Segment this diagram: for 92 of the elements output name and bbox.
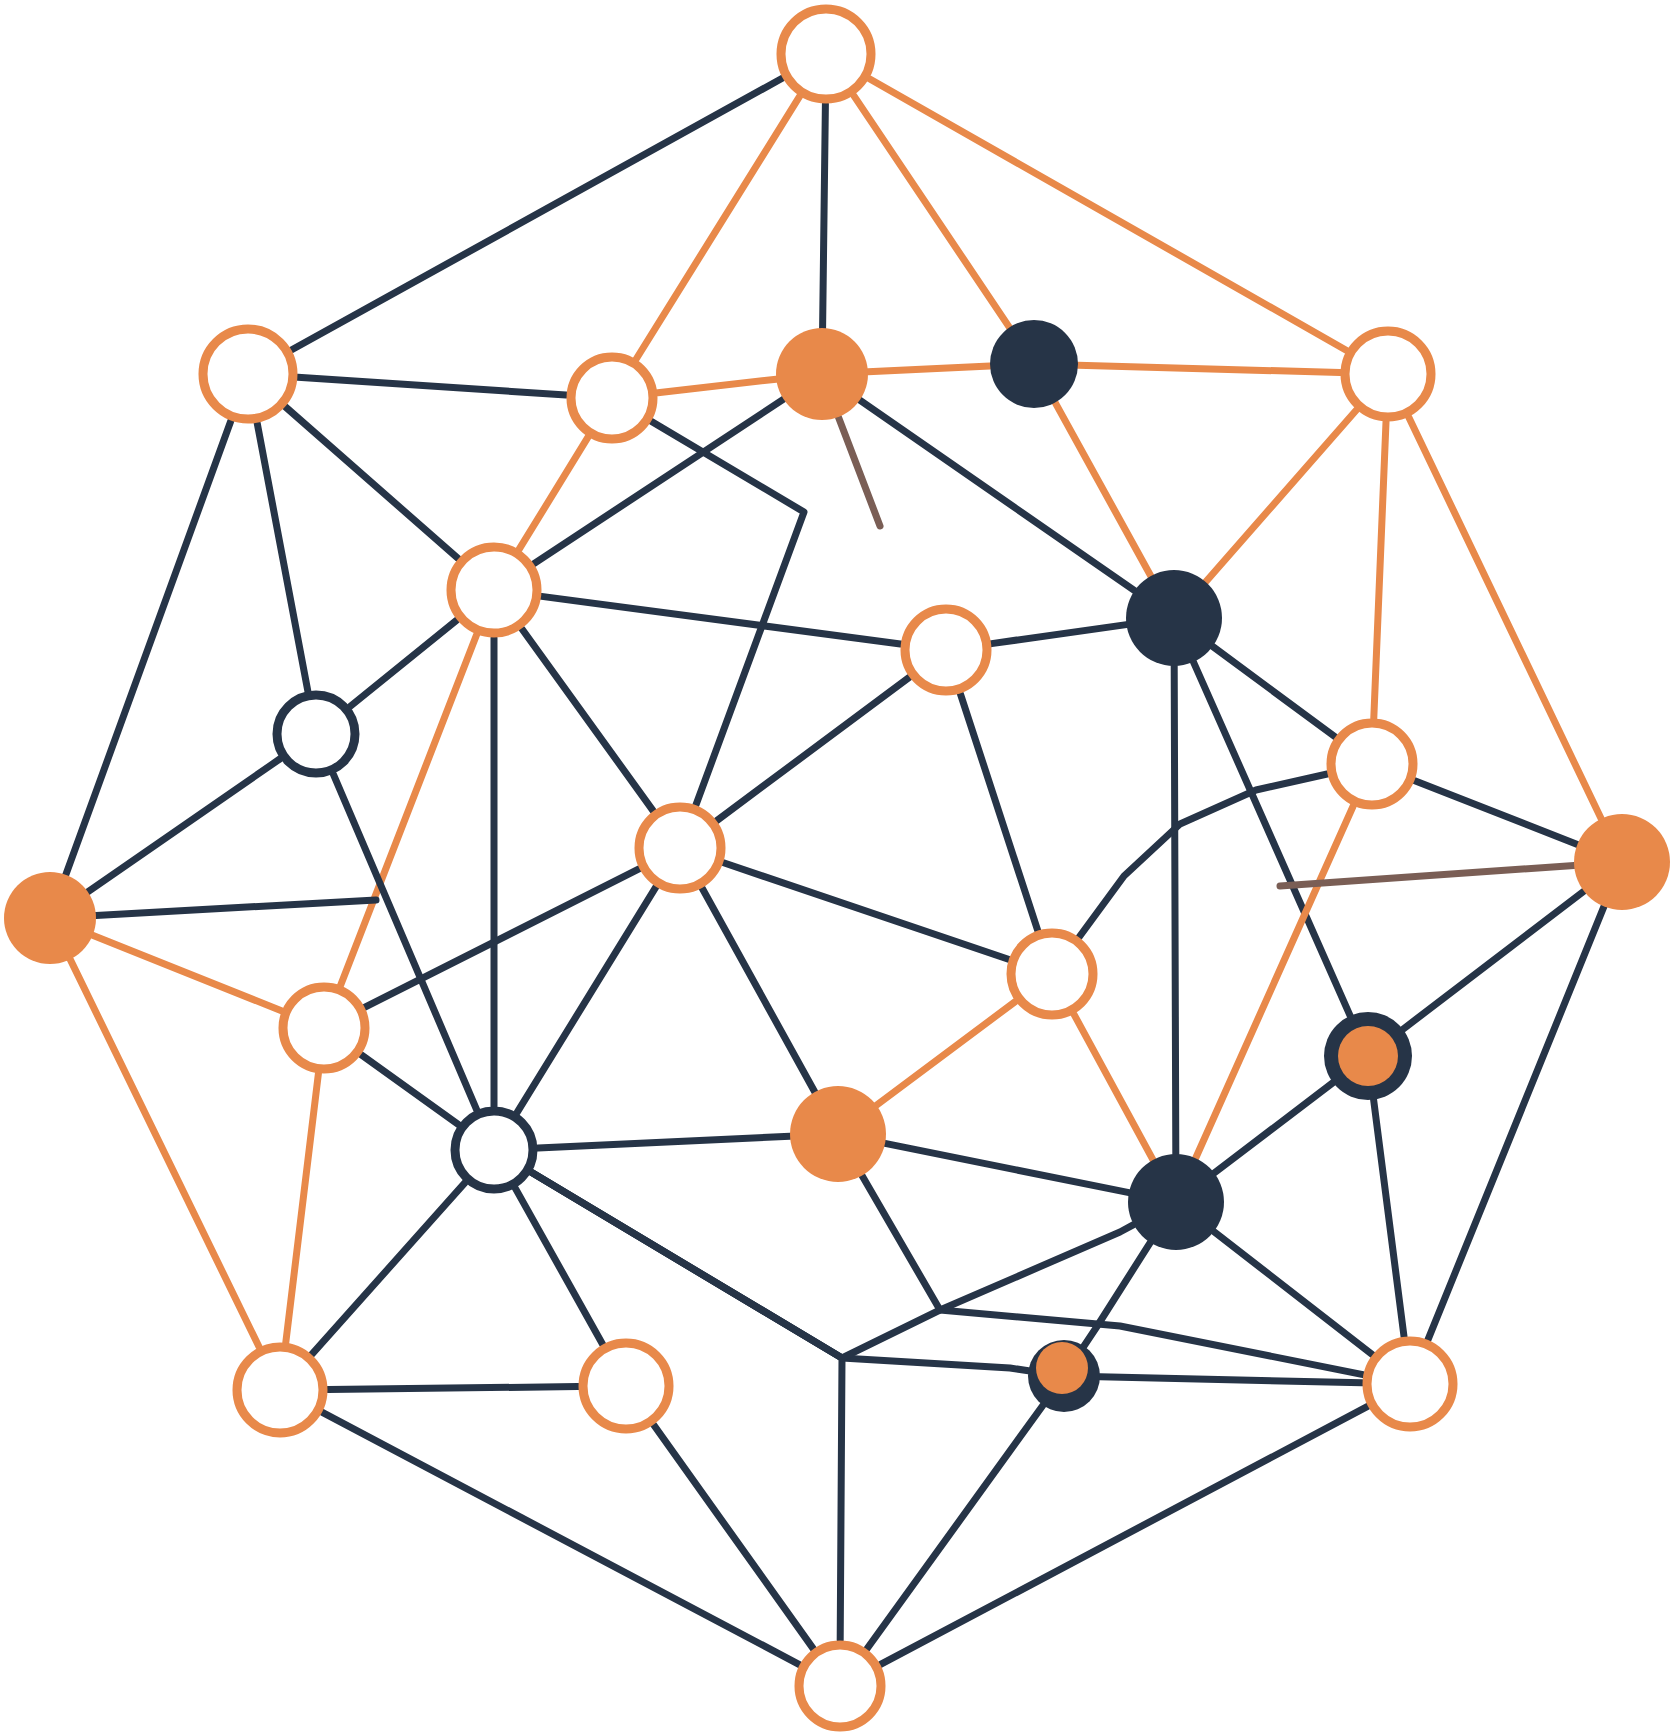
connector-line <box>282 1070 322 1346</box>
connector-line <box>1405 413 1605 823</box>
connector-line <box>1074 361 1344 377</box>
connector-line <box>534 1132 794 1152</box>
node-circle <box>578 1338 674 1434</box>
connector-line <box>528 1169 1138 1362</box>
connector-line <box>318 1408 803 1669</box>
connector-line <box>1051 399 1155 580</box>
node-circle <box>776 4 876 104</box>
connector-line <box>863 1401 1047 1653</box>
node-circle <box>272 690 360 778</box>
node-circle <box>232 1342 328 1438</box>
connector-line <box>850 92 1013 331</box>
connector-line <box>872 998 1019 1109</box>
node-circle <box>1340 326 1436 422</box>
node-circle <box>900 604 992 696</box>
connector-line <box>1202 406 1360 586</box>
connector-line <box>650 1421 817 1653</box>
node-circle <box>1126 570 1222 666</box>
connector-line <box>66 955 263 1351</box>
node-circle <box>1006 928 1098 1020</box>
node-circle <box>450 1106 538 1194</box>
node-circle <box>1128 1154 1224 1250</box>
connector-line <box>1192 802 1357 1162</box>
node-circle <box>1574 814 1670 910</box>
connector-line <box>513 883 660 1117</box>
connector-line <box>324 1383 582 1393</box>
connector-line <box>329 770 481 1114</box>
node-circle <box>1362 1336 1458 1432</box>
connector-line <box>834 413 884 530</box>
node-circle <box>446 542 542 638</box>
connector-line <box>865 75 1350 354</box>
connector-line <box>62 417 235 879</box>
connector-line <box>1075 770 1331 941</box>
node-circle <box>278 982 370 1074</box>
node-circle <box>794 1640 886 1732</box>
connector-line <box>877 1402 1372 1668</box>
connector-line <box>1210 1227 1376 1359</box>
connector-line <box>337 631 481 989</box>
node-circle <box>990 320 1078 408</box>
node-circle <box>4 872 96 964</box>
connector-line <box>308 1179 469 1358</box>
connector-line <box>1080 1239 1154 1350</box>
node-circle <box>1028 1340 1100 1412</box>
connector-line <box>698 884 819 1096</box>
connector-line <box>282 403 462 562</box>
connector-line <box>864 362 994 376</box>
connector-line <box>1170 662 1180 1158</box>
connector-line <box>253 419 312 695</box>
connector-line <box>294 373 570 399</box>
connector-line <box>956 690 1042 934</box>
connector-line <box>1209 642 1339 741</box>
connector-line <box>530 395 788 568</box>
connector-line <box>713 673 913 825</box>
connector-line <box>1210 1079 1337 1177</box>
connector-line <box>720 859 1012 963</box>
connector-line <box>988 621 1130 648</box>
connector-line <box>89 931 285 1015</box>
connector-line <box>1399 887 1588 1033</box>
connector-line <box>1189 658 1354 1020</box>
connector-line <box>515 433 592 553</box>
node-circle <box>1324 1012 1412 1100</box>
connector-line <box>511 1184 607 1348</box>
connector-line <box>538 592 904 648</box>
connector-line <box>1411 777 1581 848</box>
node-circle <box>634 802 726 894</box>
connector-line <box>632 92 804 363</box>
connector-line <box>819 100 829 332</box>
connector-line <box>856 396 1139 595</box>
connector-line <box>881 1139 1133 1197</box>
connector-line <box>357 1051 462 1128</box>
node-circle <box>1326 718 1418 810</box>
connector-line <box>1370 418 1390 722</box>
connector-line <box>84 755 284 896</box>
node-circle <box>198 324 298 424</box>
connector-line <box>648 417 808 809</box>
connector-line <box>1370 1096 1408 1340</box>
node-circle <box>790 1086 886 1182</box>
connector-line <box>1096 1373 1366 1387</box>
connector-line <box>92 896 380 919</box>
connector-line <box>490 634 498 1110</box>
node-circle <box>776 328 868 420</box>
connector-line <box>1276 861 1578 890</box>
connector-line <box>1424 902 1608 1344</box>
node-circle <box>566 352 658 444</box>
connector-line <box>654 375 780 397</box>
connector-line <box>858 1172 1367 1379</box>
connector-line <box>361 865 643 1011</box>
connector-line <box>288 74 786 354</box>
connector-line <box>1070 1010 1157 1164</box>
connector-line <box>518 625 657 815</box>
connector-line <box>346 616 461 710</box>
